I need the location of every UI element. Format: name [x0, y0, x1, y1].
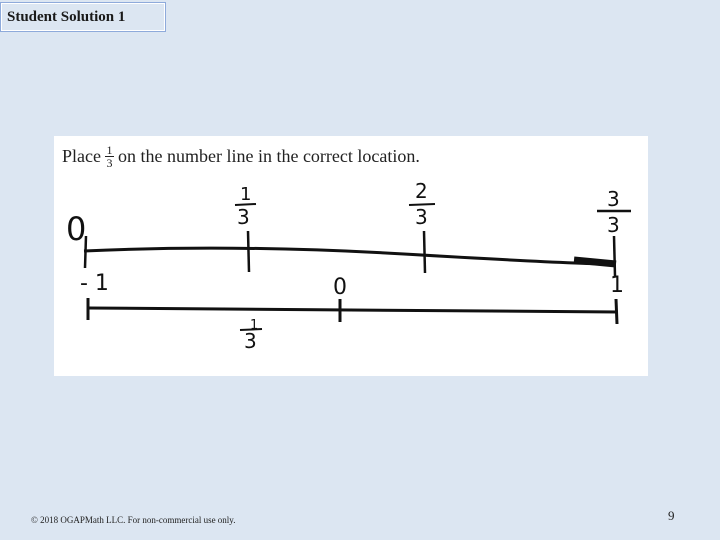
top-label-3-3-den: 3: [607, 213, 620, 237]
prompt-fraction: 1 3: [104, 143, 114, 170]
student-work-image: Place 1 3 on the number line in the corr…: [54, 136, 648, 376]
bottom-number-line: [87, 306, 619, 314]
top-label-3-3-num: 3: [607, 187, 620, 211]
top-label-3-3: 3 3: [597, 187, 631, 237]
top-label-2-3: 2 3: [408, 179, 436, 229]
top-tick-1-3: [246, 230, 251, 273]
bottom-tick-1: [614, 298, 619, 325]
prompt-text-after: on the number line in the correct locati…: [117, 146, 420, 166]
top-label-1-3-den: 3: [237, 205, 250, 229]
prompt-fraction-bar: [104, 156, 114, 157]
bottom-fraction-den: 3: [244, 329, 257, 353]
top-label-2-3-bar: [408, 203, 436, 206]
top-label-1-3-num: 1: [240, 184, 251, 205]
hand-drawn-number-lines: 0 1 3 2 3 3 3 - 1 0 1 1 3: [66, 179, 631, 353]
bottom-fraction-num: 1: [250, 318, 258, 333]
top-label-1-3: 1 3: [234, 184, 257, 229]
prompt-fraction-denominator: 3: [106, 156, 113, 170]
top-label-2-3-den: 3: [415, 205, 428, 229]
top-zero-label: 0: [66, 210, 86, 248]
bottom-one-label: 1: [610, 273, 624, 298]
problem-prompt: Place 1 3 on the number line in the corr…: [62, 144, 420, 169]
page-number: 9: [668, 508, 675, 523]
prompt-text-before: Place: [62, 146, 101, 166]
slide-title: Student Solution 1: [0, 2, 166, 32]
top-tick-2-3: [422, 230, 427, 274]
top-label-2-3-num: 2: [415, 179, 428, 203]
prompt-fraction-numerator: 1: [106, 143, 113, 157]
copyright-footer: © 2018 OGAPMath LLC. For non-commercial …: [31, 515, 236, 525]
top-tick-0: [83, 235, 88, 269]
bottom-zero-label: 0: [333, 275, 347, 300]
top-number-line: [83, 246, 615, 266]
top-tick-3-3: [612, 235, 617, 277]
top-label-1-3-bar: [234, 203, 257, 206]
bottom-marked-fraction: 1 3: [239, 318, 263, 353]
top-line-thick-end: [573, 256, 617, 268]
bottom-fraction-bar: [239, 328, 263, 331]
bottom-minus-1-label: - 1: [80, 271, 109, 296]
